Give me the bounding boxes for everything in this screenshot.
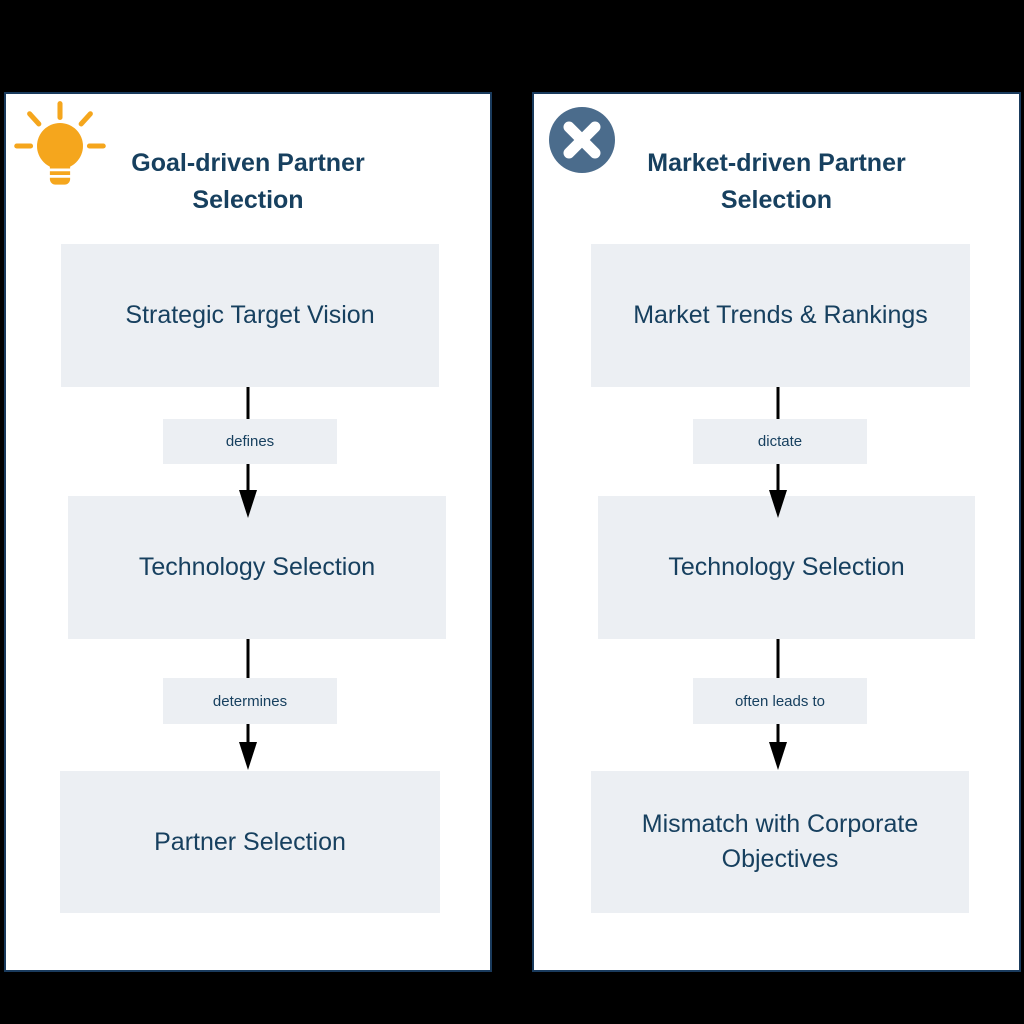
edge-label-determines: determines [163,678,337,724]
node-strategic-target-vision: Strategic Target Vision [61,244,439,387]
edge-label-often-leads-to: often leads to [693,678,867,724]
node-partner-selection: Partner Selection [60,771,440,913]
panel-title: Goal-driven Partner Selection [131,148,365,214]
panel-title: Market-driven Partner Selection [647,148,906,214]
x-circle-icon [549,107,615,173]
panel-goal-driven: Goal-driven Partner Selection Strategic … [4,92,492,972]
node-technology-selection: Technology Selection [598,496,975,639]
edge-label-dictate: dictate [693,419,867,464]
lightbulb-icon [14,101,106,185]
edge-label-defines: defines [163,419,337,464]
node-technology-selection: Technology Selection [68,496,446,639]
panel-market-driven: Market-driven Partner Selection Market T… [532,92,1021,972]
node-market-trends-rankings: Market Trends & Rankings [591,244,970,387]
node-mismatch-corporate-objectives: Mismatch with Corporate Objectives [591,771,969,913]
